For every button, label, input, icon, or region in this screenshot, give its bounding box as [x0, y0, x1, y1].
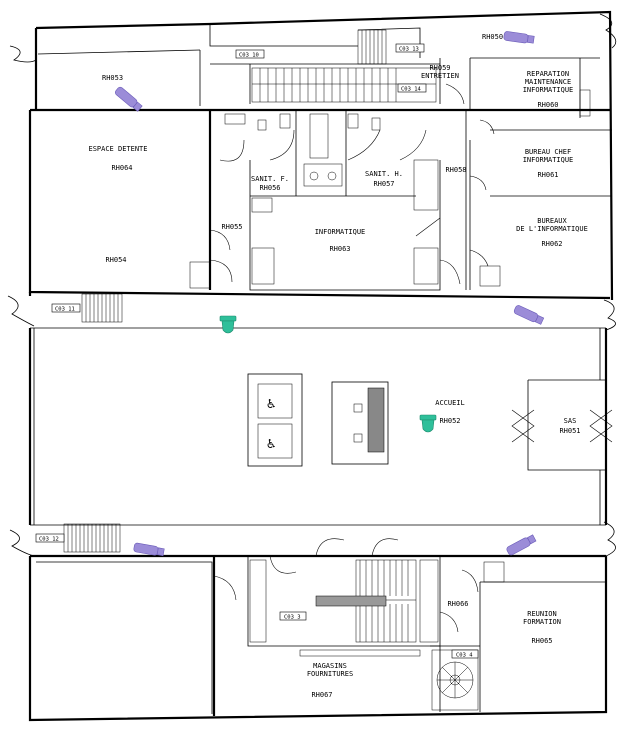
room-rh051-code: RH051	[559, 427, 580, 435]
room-rh058-code: RH058	[445, 166, 466, 174]
room-rh056-code: RH056	[259, 184, 280, 192]
room-rh064-code: RH064	[111, 164, 132, 172]
room-rh063-name: INFORMATIQUE	[315, 228, 366, 236]
hall-interior: ♿ ♿	[247, 373, 613, 471]
svg-text:C03 3: C03 3	[284, 615, 301, 621]
room-rh057-code: RH057	[373, 180, 394, 188]
outer-walls	[28, 10, 614, 722]
accessible-icon: ♿	[267, 436, 276, 452]
cameras	[114, 31, 545, 557]
dome-camera-icon	[419, 414, 437, 433]
accessible-icon: ♿	[267, 396, 276, 412]
tag-c03-10: C03 10	[235, 49, 265, 59]
room-rh054-code: RH054	[105, 256, 126, 264]
tag-c03-3: C03 3	[279, 611, 307, 621]
room-rh051-name: SAS	[564, 417, 577, 425]
break-marks	[7, 13, 617, 557]
svg-text:C03 12: C03 12	[39, 537, 59, 543]
room-rh062-code: RH062	[541, 240, 562, 248]
room-rh063-code: RH063	[329, 245, 350, 253]
svg-text:C03 4: C03 4	[456, 653, 473, 659]
svg-text:C03 10: C03 10	[239, 53, 259, 59]
tag-c03-11: C03 11	[51, 303, 81, 313]
room-rh061-code: RH061	[537, 171, 558, 179]
room-rh050-code: RH050	[482, 33, 503, 41]
stair-left-lower	[30, 523, 606, 553]
room-rh055-code: RH055	[221, 223, 242, 231]
room-rh057-name: SANIT. H.	[365, 170, 403, 178]
bullet-camera-icon	[114, 86, 143, 112]
room-rh060-code: RH060	[537, 101, 558, 109]
tag-c03-12: C03 12	[35, 533, 65, 543]
svg-text:C03 11: C03 11	[55, 307, 75, 313]
dome-camera-icon	[219, 315, 237, 334]
tag-c03-14: C03 14	[397, 83, 427, 93]
stair-left-upper	[30, 293, 606, 329]
room-rh066-code: RH066	[447, 600, 468, 608]
top-interior	[37, 24, 612, 291]
room-rh064-name: ESPACE DETENTE	[88, 145, 147, 153]
bullet-camera-icon	[513, 305, 545, 325]
room-rh056-name: SANIT. F.	[251, 175, 289, 183]
stair-top	[251, 29, 437, 103]
room-rh053-code: RH053	[102, 74, 123, 82]
tags: C03 10 C03 13 C03 14 C03 11 C03 12 C03 3…	[35, 43, 479, 659]
svg-text:C03 13: C03 13	[399, 47, 419, 53]
tag-c03-13: C03 13	[395, 43, 425, 53]
bullet-camera-icon	[133, 542, 165, 557]
bullet-camera-icon	[503, 31, 535, 44]
room-rh067-code: RH067	[311, 691, 332, 699]
room-rh065-code: RH065	[531, 637, 552, 645]
room-rh052-name: ACCUEIL	[435, 399, 465, 407]
svg-text:C03 14: C03 14	[401, 87, 422, 93]
bullet-camera-icon	[506, 534, 537, 556]
tag-c03-4: C03 4	[451, 649, 479, 659]
bottom-interior	[36, 538, 606, 716]
room-rh052-code: RH052	[439, 417, 460, 425]
